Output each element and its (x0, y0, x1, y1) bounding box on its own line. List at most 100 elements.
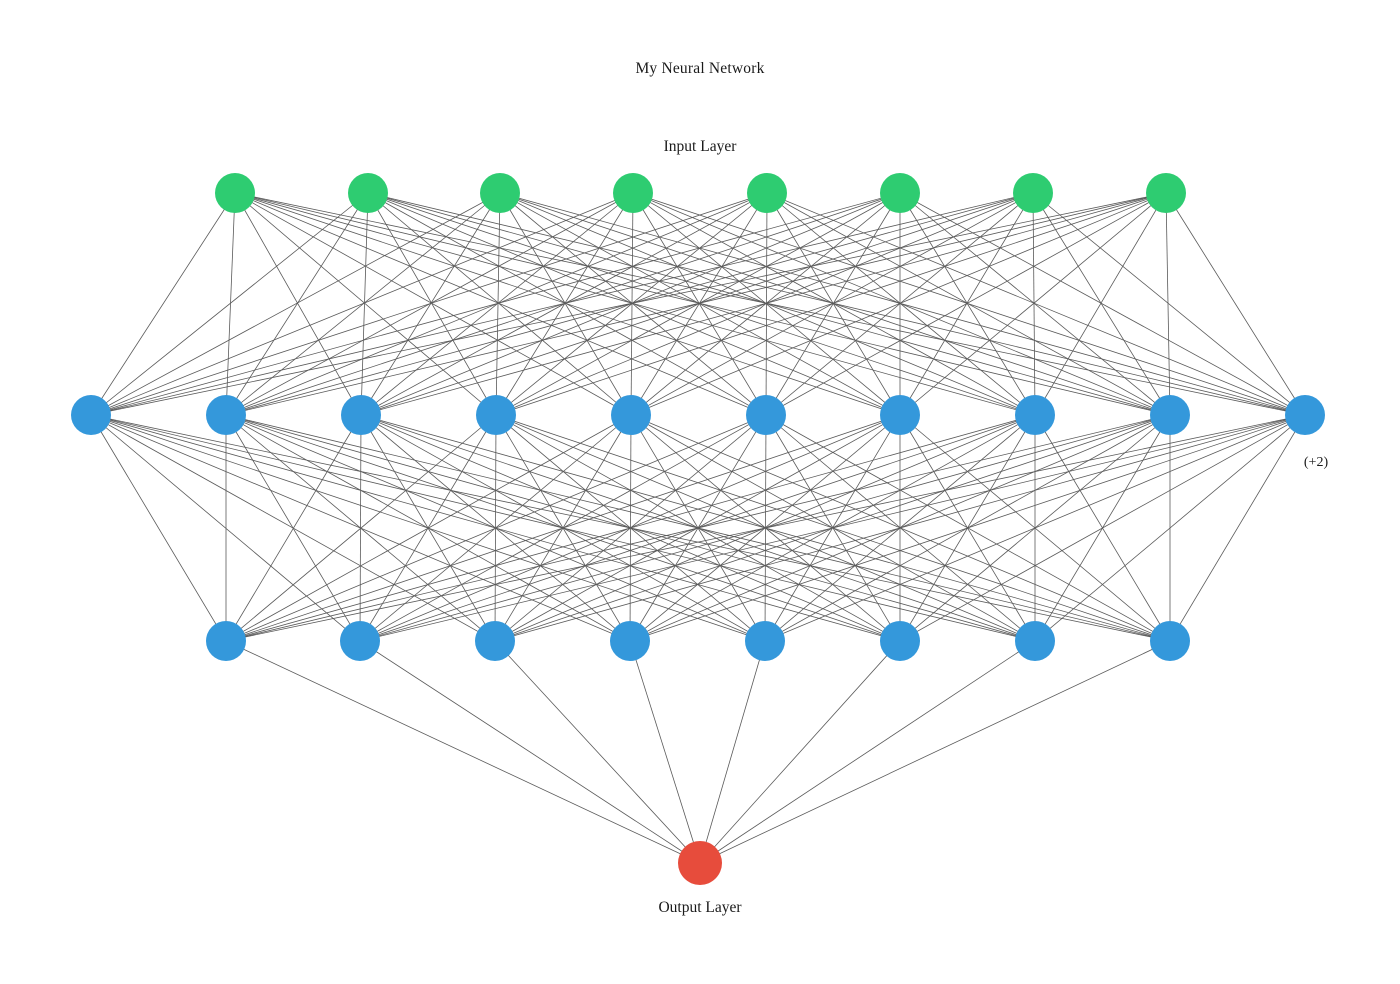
edges-group (90, 192, 1306, 864)
edge (225, 414, 632, 642)
edge (359, 414, 1306, 642)
edge (367, 192, 632, 416)
edge (90, 414, 361, 642)
edge (234, 192, 632, 416)
edge (765, 192, 768, 416)
edge (225, 192, 1167, 416)
node-layer2-0[interactable] (206, 621, 246, 661)
edge (225, 640, 701, 864)
edge (90, 192, 369, 416)
edge (225, 414, 497, 642)
edge (1165, 192, 1171, 416)
edge (765, 192, 1167, 416)
node-layer1-7[interactable] (1015, 395, 1055, 435)
edge (630, 192, 1167, 416)
edge (899, 192, 1171, 416)
edge (360, 192, 1167, 416)
edge (225, 414, 901, 642)
node-layer1-5[interactable] (746, 395, 786, 435)
edge (225, 414, 362, 642)
edge (367, 192, 1036, 416)
node-layer1-0[interactable] (71, 395, 111, 435)
page-title: My Neural Network (635, 60, 765, 77)
edge (90, 192, 768, 416)
extra-nodes-annotation: (+2) (1303, 455, 1329, 470)
edge (766, 192, 901, 416)
nodes-group (71, 173, 1325, 885)
edge (359, 640, 701, 864)
edge (1169, 414, 1306, 642)
edge (90, 192, 1167, 416)
node-layer2-1[interactable] (340, 621, 380, 661)
edge (90, 192, 1034, 416)
edge (225, 414, 1306, 642)
edge (632, 192, 1036, 416)
edge (764, 414, 1306, 642)
edge (494, 414, 1306, 642)
edge (367, 192, 497, 416)
edge (360, 192, 501, 416)
node-layer0-4[interactable] (747, 173, 787, 213)
edge (225, 414, 1036, 642)
edge (699, 640, 766, 864)
node-layer0-5[interactable] (880, 173, 920, 213)
node-layer0-7[interactable] (1146, 173, 1186, 213)
edge (899, 192, 1167, 416)
node-layer2-6[interactable] (1015, 621, 1055, 661)
edge (499, 192, 1036, 416)
edge (630, 192, 768, 416)
input-layer-label: Input Layer (663, 138, 737, 155)
edge (90, 414, 227, 642)
edge (360, 192, 369, 416)
node-layer3-0[interactable] (678, 841, 722, 885)
edge (629, 414, 1306, 642)
edge (899, 192, 1036, 416)
edge (1032, 192, 1171, 416)
edge (234, 192, 362, 416)
node-layer1-4[interactable] (611, 395, 651, 435)
node-layer1-9[interactable] (1285, 395, 1325, 435)
edge (499, 192, 767, 416)
node-layer0-3[interactable] (613, 173, 653, 213)
node-layer1-1[interactable] (206, 395, 246, 435)
edge (1034, 192, 1167, 416)
node-layer1-8[interactable] (1150, 395, 1190, 435)
node-layer0-1[interactable] (348, 173, 388, 213)
edge (766, 192, 1036, 416)
edge (234, 192, 767, 416)
edge (632, 192, 767, 416)
output-layer-label: Output Layer (658, 899, 742, 916)
node-layer2-5[interactable] (880, 621, 920, 661)
edge (499, 192, 1171, 416)
node-layer2-3[interactable] (610, 621, 650, 661)
node-layer2-2[interactable] (475, 621, 515, 661)
edge (90, 192, 236, 416)
edge (90, 192, 901, 416)
node-layer0-0[interactable] (215, 173, 255, 213)
node-layer2-4[interactable] (745, 621, 785, 661)
edge (699, 640, 1036, 864)
node-layer1-2[interactable] (341, 395, 381, 435)
edge (90, 192, 634, 416)
edge (90, 192, 501, 416)
node-layer1-3[interactable] (476, 395, 516, 435)
edge (494, 640, 701, 864)
edge (699, 640, 1171, 864)
edge (899, 192, 1306, 416)
edge (225, 414, 1171, 642)
edge (234, 192, 497, 416)
edge (766, 192, 1306, 416)
edge (367, 192, 1306, 416)
edge (1165, 192, 1306, 416)
edge (1032, 192, 1306, 416)
edge (699, 640, 901, 864)
edge (629, 640, 701, 864)
edge (495, 192, 1167, 416)
node-layer0-2[interactable] (480, 173, 520, 213)
node-layer1-6[interactable] (880, 395, 920, 435)
node-layer2-7[interactable] (1150, 621, 1190, 661)
edge (899, 414, 1306, 642)
node-layer0-6[interactable] (1013, 173, 1053, 213)
